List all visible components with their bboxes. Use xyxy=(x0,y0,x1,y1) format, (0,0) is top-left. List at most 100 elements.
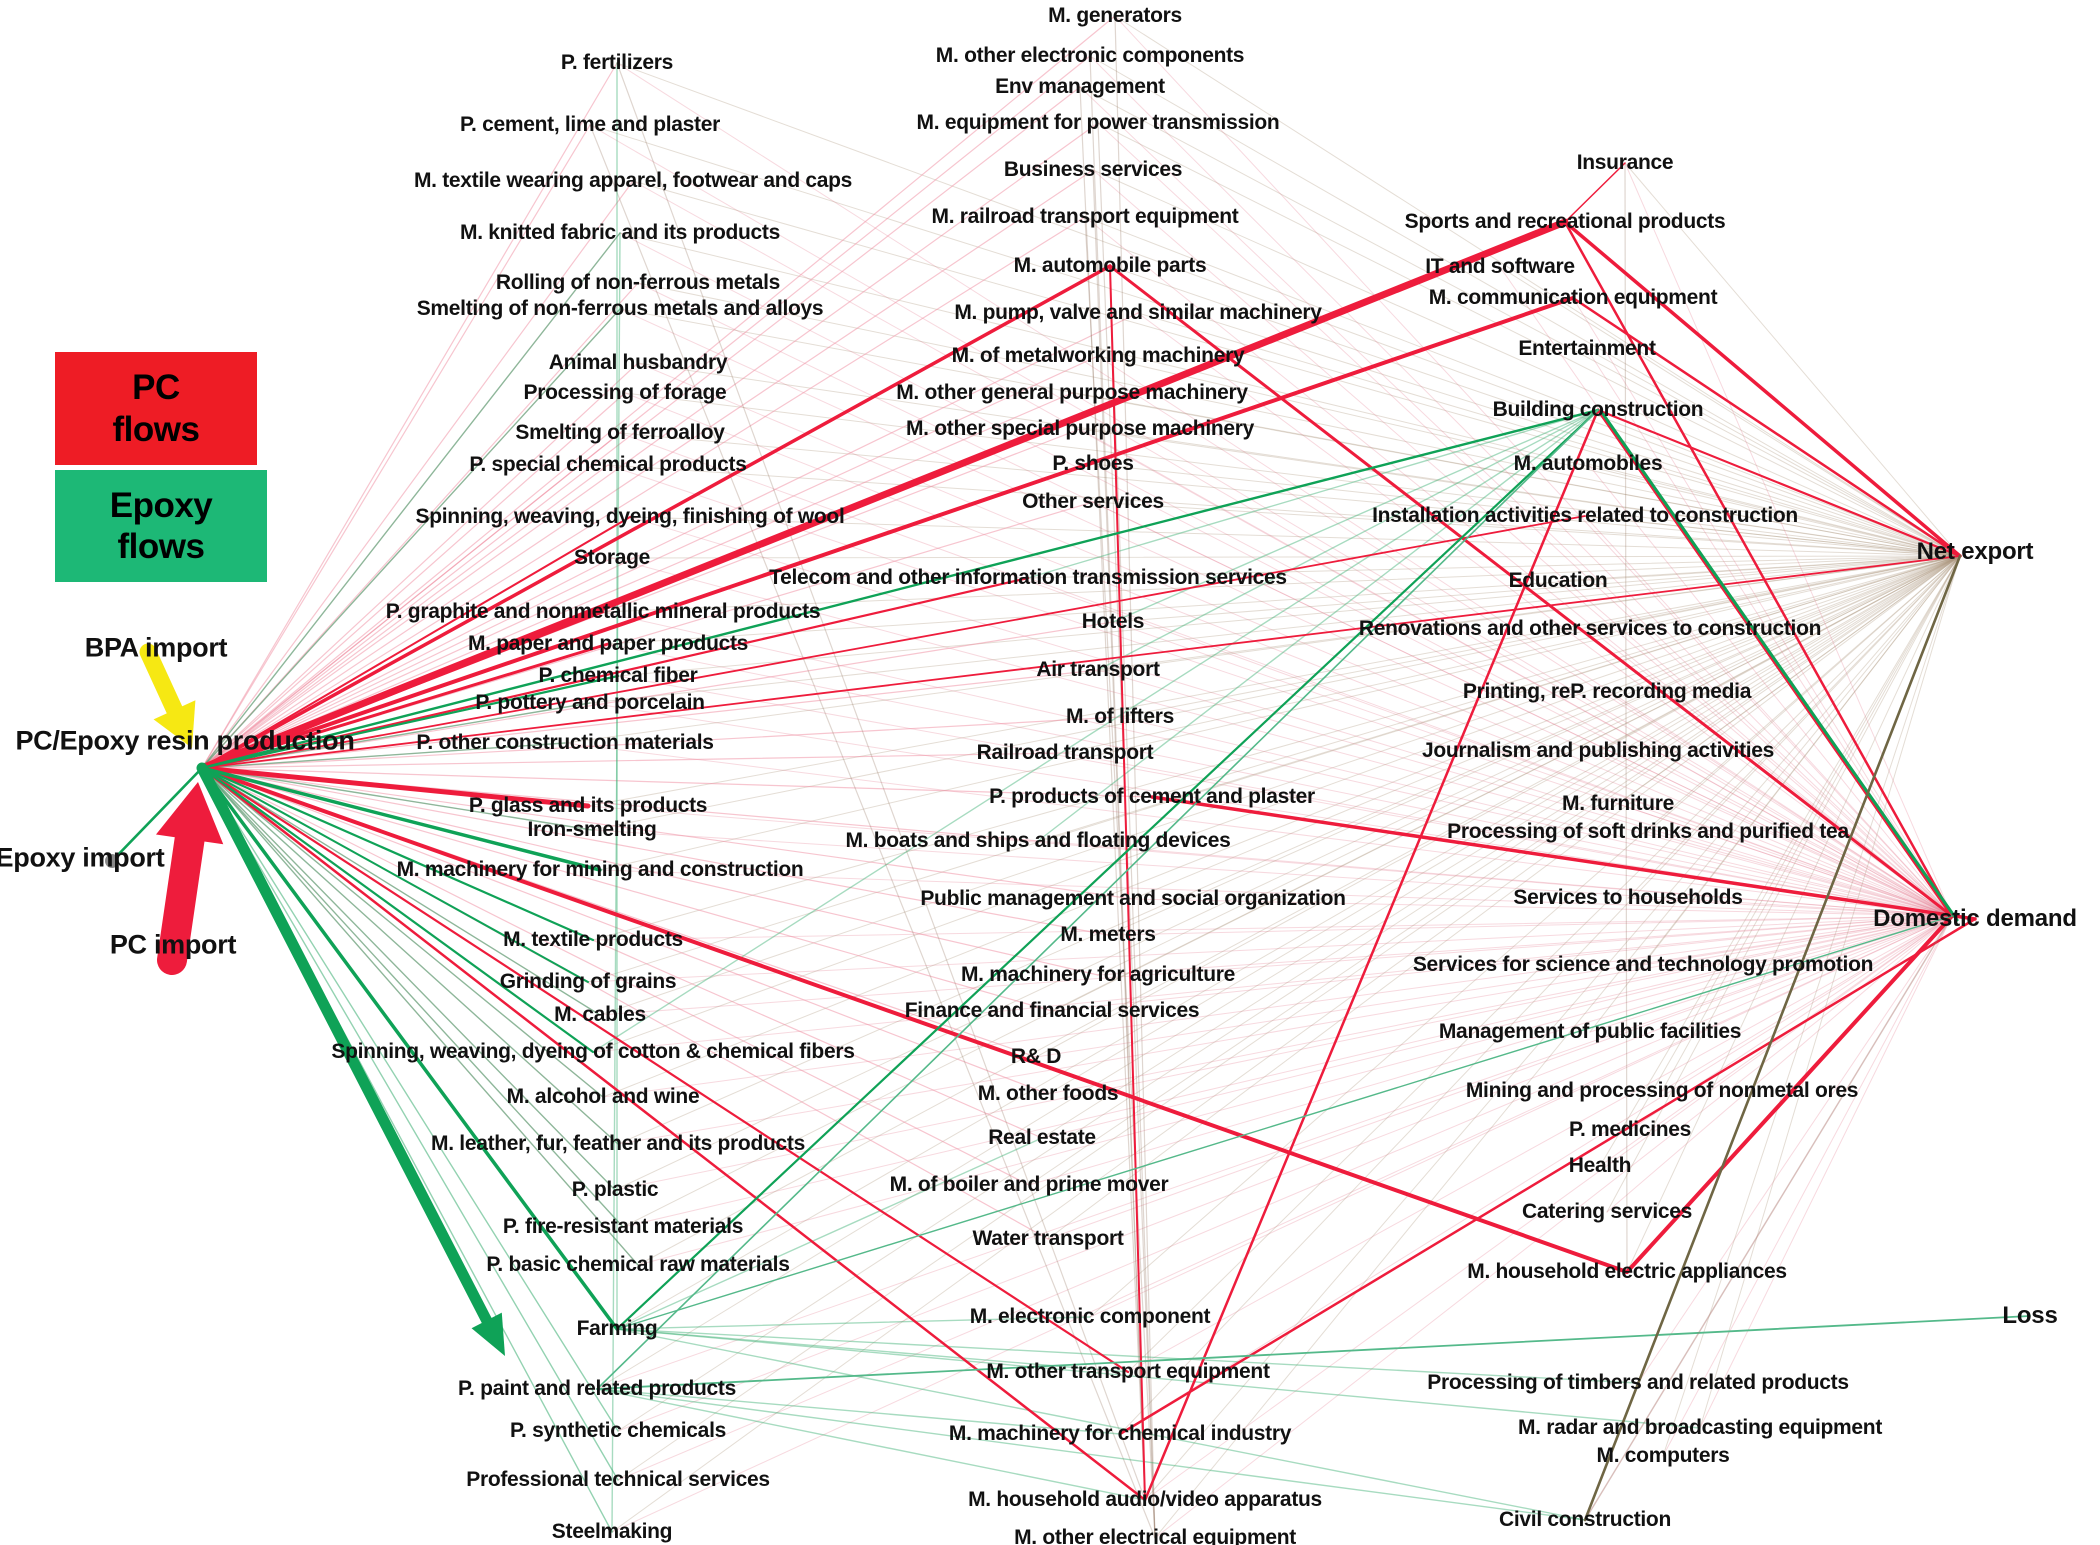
fan-edge-pc xyxy=(201,767,1030,1186)
fan-edge-domestic xyxy=(1097,915,1953,976)
major-flow-edge xyxy=(1596,408,1962,558)
node-label-m-textile-wearing: M. textile wearing apparel, footwear and… xyxy=(413,169,853,192)
fan-edge-domestic xyxy=(1071,392,1953,917)
major-flow-edge xyxy=(200,766,1147,1502)
fan-edge-net-export xyxy=(629,516,1961,557)
fan-edge-net-export xyxy=(1629,555,1961,1131)
node-label-p-chemical-fiber: P. chemical fiber xyxy=(538,664,698,687)
fan-edge-epoxy xyxy=(201,767,619,1432)
major-flow-edge xyxy=(1584,915,1953,1521)
pc-import-arrow-head xyxy=(155,782,224,845)
node-label-m-knitted-fabric: M. knitted fabric and its products xyxy=(460,221,780,244)
node-label-m-machinery-chemical-industry: M. machinery for chemical industry xyxy=(948,1422,1292,1445)
fan-edge-domestic xyxy=(592,915,1953,1053)
fan-edge-net-export xyxy=(1089,55,1961,557)
fan-edge-pc xyxy=(201,767,1099,976)
fan-edge-net-export xyxy=(1027,555,1961,579)
web-edge-green xyxy=(616,1328,1129,1373)
node-label-domestic-demand: Domestic demand xyxy=(1873,905,2077,932)
epoxy-import-dot xyxy=(105,854,119,868)
fan-edge-net-export xyxy=(1047,555,1961,1240)
node-label-p-products-cement-plaster: P. products of cement and plaster xyxy=(989,785,1315,808)
fan-edge-domestic xyxy=(1572,297,1953,917)
fan-edge-net-export xyxy=(1097,355,1961,557)
fan-edge-epoxy xyxy=(201,767,619,1145)
node-label-p-basic-chemical: P. basic chemical raw materials xyxy=(486,1253,790,1276)
major-flow-edge xyxy=(200,264,1112,770)
major-flow-edge xyxy=(1118,917,1977,1436)
fan-edge-net-export xyxy=(619,308,1961,557)
node-label-m-other-electronic-components: M. other electronic components xyxy=(935,44,1245,67)
fan-edge-domestic xyxy=(637,282,1953,917)
fan-edge-domestic xyxy=(1097,669,1953,917)
fan-edge-net-export xyxy=(1589,555,1961,630)
major-flow-edge xyxy=(1596,408,1954,918)
fan-edge-net-export xyxy=(1144,555,1961,1501)
web-edge-green xyxy=(616,1137,1043,1330)
fan-edge-pc xyxy=(201,362,639,769)
fan-edge-pc xyxy=(201,216,1086,769)
node-label-business-services: Business services xyxy=(1003,158,1183,181)
major-flow-edge xyxy=(1143,408,1600,1502)
fan-edge-pc xyxy=(201,767,1049,1095)
fan-edge-net-export xyxy=(1119,555,1961,718)
node-label-m-automobile-parts: M. automobile parts xyxy=(1013,254,1207,277)
fan-edge-net-export xyxy=(1599,555,1961,1167)
web-edge-tan xyxy=(1624,162,1628,1273)
node-label-building-construction: Building construction xyxy=(1492,398,1704,421)
node-label-civil-construction: Civil construction xyxy=(1499,1508,1671,1531)
web-edge-tan xyxy=(1092,169,1146,1501)
fan-edge-net-export xyxy=(1127,555,1961,1373)
node-label-m-automobiles: M. automobiles xyxy=(1513,452,1663,475)
fan-edge-net-export xyxy=(1097,122,1961,557)
major-flow-edge xyxy=(1571,296,1962,558)
fan-edge-net-export xyxy=(1661,555,1961,1092)
fan-edge-domestic xyxy=(1557,580,1953,917)
node-label-real-estate: Real estate xyxy=(988,1126,1096,1149)
fan-edge-domestic xyxy=(1041,915,1953,1139)
node-label-m-generators: M. generators xyxy=(1048,4,1182,27)
node-label-m-metalworking: M. of metalworking machinery xyxy=(951,344,1245,367)
major-flow-edge xyxy=(596,409,1599,1390)
node-label-professional-technical: Professional technical services xyxy=(466,1468,770,1491)
fan-edge-net-export xyxy=(1089,555,1961,1318)
fan-edge-net-export xyxy=(617,555,1961,1481)
fan-edge-epoxy xyxy=(201,702,591,769)
major-flow-edge xyxy=(1564,162,1626,223)
fan-edge-net-export xyxy=(1589,555,1961,1033)
node-label-entertainment: Entertainment xyxy=(1518,337,1656,360)
fan-edge-net-export xyxy=(611,555,1961,1533)
fan-edge-net-export xyxy=(1092,169,1961,557)
fan-edge-pc xyxy=(201,62,618,769)
major-flow-edge xyxy=(200,576,1030,770)
fan-edge-domestic xyxy=(1028,915,1953,1186)
node-label-net-export: Net export xyxy=(1916,538,2034,565)
fan-edge-domestic xyxy=(1051,915,1953,1012)
fan-edge-pc xyxy=(201,464,609,769)
fan-edge-epoxy xyxy=(201,767,601,1016)
node-label-pc-import: PC import xyxy=(109,929,237,960)
node-label-processing-timbers: Processing of timbers and related produc… xyxy=(1427,1371,1849,1394)
fan-edge-net-export xyxy=(607,555,1961,645)
fan-edge-domestic xyxy=(602,915,1953,1098)
node-label-telecom: Telecom and other information transmissi… xyxy=(769,566,1287,589)
node-label-catering-services: Catering services xyxy=(1522,1200,1692,1223)
fan-edge-domestic xyxy=(1127,915,1953,1373)
node-label-p-fire-resistant: P. fire-resistant materials xyxy=(502,1215,744,1238)
fan-edge-pc xyxy=(201,169,1094,769)
bpa-import-arrow-head xyxy=(153,700,196,748)
fan-edge-domestic xyxy=(1624,162,1953,917)
fan-edge-domestic xyxy=(619,232,1953,917)
node-label-m-leather: M. leather, fur, feather and its product… xyxy=(431,1132,805,1155)
fan-edge-net-export xyxy=(617,555,1961,677)
major-flow-edge xyxy=(200,610,605,770)
node-label-water-transport: Water transport xyxy=(972,1227,1124,1250)
major-flow-edge xyxy=(201,515,1586,769)
major-flow-edge xyxy=(1625,914,1954,1274)
node-label-smelting-non-ferrous: Smelting of non-ferrous metals and alloy… xyxy=(416,297,824,320)
pc-to-paint-arrow xyxy=(196,762,497,1335)
fan-edge-domestic xyxy=(1064,752,1953,917)
node-label-m-machinery-mining: M. machinery for mining and construction xyxy=(396,858,804,881)
fan-edge-domestic xyxy=(629,516,1953,917)
fan-edge-domestic xyxy=(1627,897,1953,917)
